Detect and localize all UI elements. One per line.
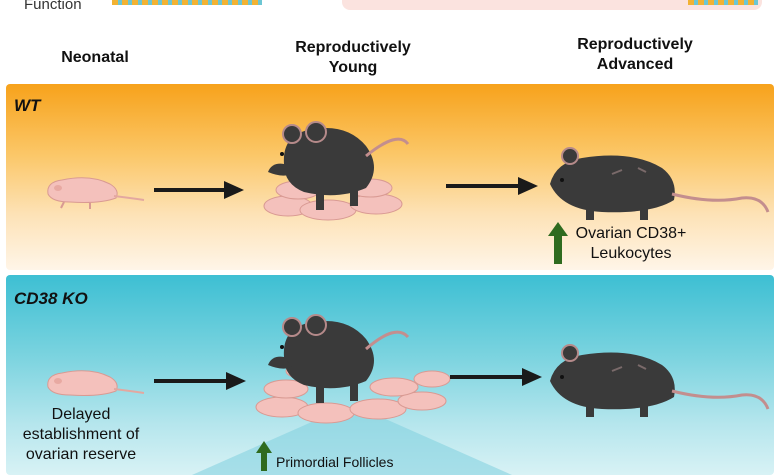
right-arrow-icon bbox=[154, 372, 246, 390]
wt-annotation-line2: Leukocytes bbox=[590, 245, 672, 262]
ko-note-line2: establishment of bbox=[22, 426, 140, 443]
right-arrow-icon bbox=[450, 368, 542, 386]
follicle-highlight bbox=[192, 413, 512, 475]
neonatal-pup-icon bbox=[47, 370, 145, 396]
header-advanced: Reproductively Advanced bbox=[550, 35, 720, 75]
wt-annotation: Ovarian CD38+ Leukocytes bbox=[566, 224, 696, 264]
adult-mouse-icon bbox=[255, 314, 451, 424]
pink-box bbox=[342, 0, 762, 10]
color-bar-right bbox=[688, 0, 758, 5]
ko-label: CD38 KO bbox=[14, 289, 88, 308]
ko-note-line3: ovarian reserve bbox=[25, 446, 137, 463]
ko-neonatal-note: Delayed establishment of ovarian reserve bbox=[6, 405, 156, 465]
top-strip: Function bbox=[0, 0, 780, 14]
wt-panel: WT bbox=[6, 84, 774, 270]
wt-label: WT bbox=[14, 96, 41, 115]
right-arrow-icon bbox=[154, 181, 244, 199]
old-mouse-icon bbox=[550, 344, 770, 417]
wt-annotation-line1: Ovarian CD38+ bbox=[575, 225, 687, 242]
color-bar-left bbox=[112, 0, 262, 5]
header-neonatal-text: Neonatal bbox=[61, 49, 129, 66]
header-young: Reproductively Young bbox=[268, 38, 438, 78]
ko-panel: CD38 KO Delayed establishment of ovarian… bbox=[6, 275, 774, 475]
up-arrow-icon bbox=[548, 222, 568, 264]
ko-note-line1: Delayed bbox=[51, 406, 111, 423]
header-advanced-line2: Advanced bbox=[596, 56, 674, 73]
up-arrow-icon bbox=[256, 441, 272, 471]
right-arrow-icon bbox=[446, 177, 538, 195]
function-label: Function bbox=[24, 0, 82, 13]
old-mouse-icon bbox=[550, 147, 770, 220]
header-neonatal: Neonatal bbox=[10, 48, 180, 68]
header-young-line2: Young bbox=[328, 59, 378, 76]
ko-young-note: Primordial Follicles bbox=[276, 454, 394, 470]
header-advanced-line1: Reproductively bbox=[577, 36, 693, 53]
adult-mouse-icon bbox=[263, 121, 410, 221]
neonatal-pup-icon bbox=[47, 177, 145, 209]
header-young-line1: Reproductively bbox=[295, 39, 411, 56]
